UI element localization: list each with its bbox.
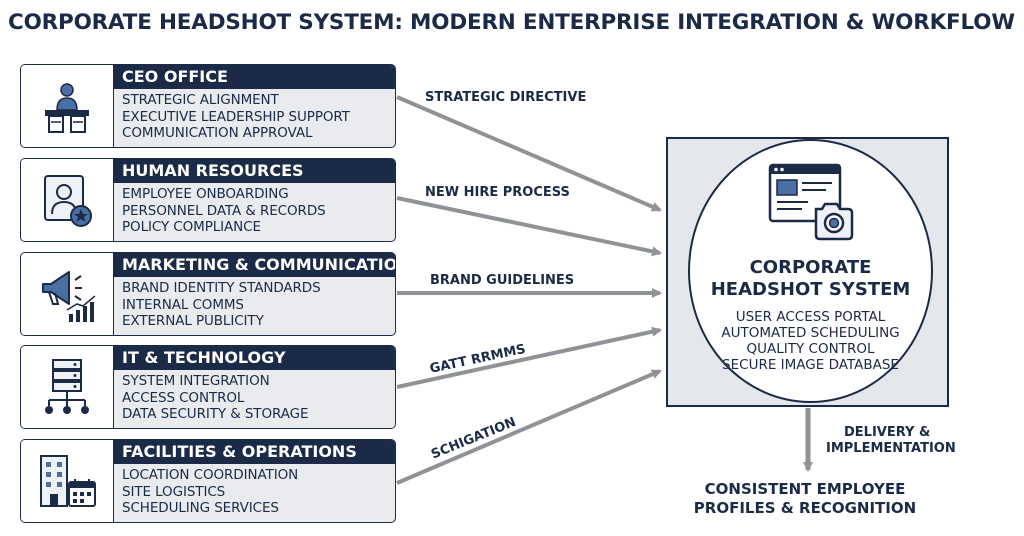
system-feature: QUALITY CONTROL — [746, 341, 875, 357]
page-title: CORPORATE HEADSHOT SYSTEM: MODERN ENTERP… — [8, 10, 1015, 35]
department-item: POLICY COMPLIANCE — [122, 219, 261, 235]
delivery-label: DELIVERY & IMPLEMENTATION — [826, 425, 956, 457]
delivery-label-line2: IMPLEMENTATION — [826, 441, 956, 456]
department-it-technology: IT & TECHNOLOGY SYSTEM INTEGRATION ACCES… — [20, 345, 396, 429]
arrow-label-brand-guidelines: BRAND GUIDELINES — [430, 273, 575, 288]
department-item: EMPLOYEE ONBOARDING — [122, 186, 289, 202]
department-title: MARKETING & COMMUNICATIONS — [113, 253, 395, 277]
arrow-hr — [396, 196, 662, 257]
arrow-label-new-hire-process: NEW HIRE PROCESS — [425, 185, 570, 200]
department-item: DATA SECURITY & STORAGE — [122, 406, 309, 422]
megaphone-chart-icon — [21, 253, 114, 335]
outcome-line1: CONSISTENT EMPLOYEE — [704, 480, 906, 498]
department-marketing-communications: MARKETING & COMMUNICATIONS BRAND IDENTIT… — [20, 252, 396, 336]
department-item: PERSONNEL DATA & RECORDS — [122, 202, 326, 219]
outcome-text: CONSISTENT EMPLOYEE PROFILES & RECOGNITI… — [680, 480, 930, 518]
department-title: HUMAN RESOURCES — [113, 159, 395, 183]
department-item: COMMUNICATION APPROVAL — [122, 125, 313, 141]
department-title: IT & TECHNOLOGY — [113, 346, 395, 370]
employee-badge-icon — [21, 159, 114, 241]
headshot-system-panel: CORPORATE HEADSHOT SYSTEM USER ACCESS PO… — [666, 137, 949, 407]
system-feature: AUTOMATED SCHEDULING — [721, 325, 900, 341]
department-human-resources: HUMAN RESOURCES EMPLOYEE ONBOARDING PERS… — [20, 158, 396, 242]
department-item: SYSTEM INTEGRATION — [122, 373, 270, 389]
building-calendar-icon — [21, 440, 114, 522]
department-item: STRATEGIC ALIGNMENT — [122, 92, 279, 108]
server-network-icon — [21, 346, 114, 428]
department-facilities-operations: FACILITIES & OPERATIONS LOCATION COORDIN… — [20, 439, 396, 523]
browser-camera-icon — [768, 163, 858, 248]
arrow-ceo — [396, 95, 662, 212]
department-item: BRAND IDENTITY STANDARDS — [122, 280, 321, 296]
arrow-it — [396, 326, 662, 389]
department-item: SITE LOGISTICS — [122, 483, 226, 500]
system-title-line1: CORPORATE — [749, 257, 872, 278]
department-title: CEO OFFICE — [113, 65, 395, 89]
department-ceo-office: CEO OFFICE STRATEGIC ALIGNMENT EXECUTIVE… — [20, 64, 396, 148]
system-feature: SECURE IMAGE DATABASE — [722, 357, 899, 373]
department-item: SCHEDULING SERVICES — [122, 500, 279, 516]
outcome-line2: PROFILES & RECOGNITION — [693, 499, 917, 517]
delivery-label-line1: DELIVERY & — [844, 425, 931, 440]
arrow-facilities — [396, 369, 662, 485]
executive-desk-icon — [21, 65, 114, 147]
department-item: LOCATION COORDINATION — [122, 467, 299, 483]
system-feature: USER ACCESS PORTAL — [735, 309, 886, 325]
department-item: ACCESS CONTROL — [122, 389, 245, 406]
department-item: EXECUTIVE LEADERSHIP SUPPORT — [122, 108, 350, 125]
arrow-label-strategic-directive: STRATEGIC DIRECTIVE — [425, 90, 587, 105]
system-title-line2: HEADSHOT SYSTEM — [710, 279, 911, 300]
department-item: EXTERNAL PUBLICITY — [122, 313, 264, 329]
department-title: FACILITIES & OPERATIONS — [113, 440, 395, 464]
headshot-system-circle: CORPORATE HEADSHOT SYSTEM USER ACCESS PO… — [688, 139, 933, 403]
department-item: INTERNAL COMMS — [122, 296, 244, 313]
